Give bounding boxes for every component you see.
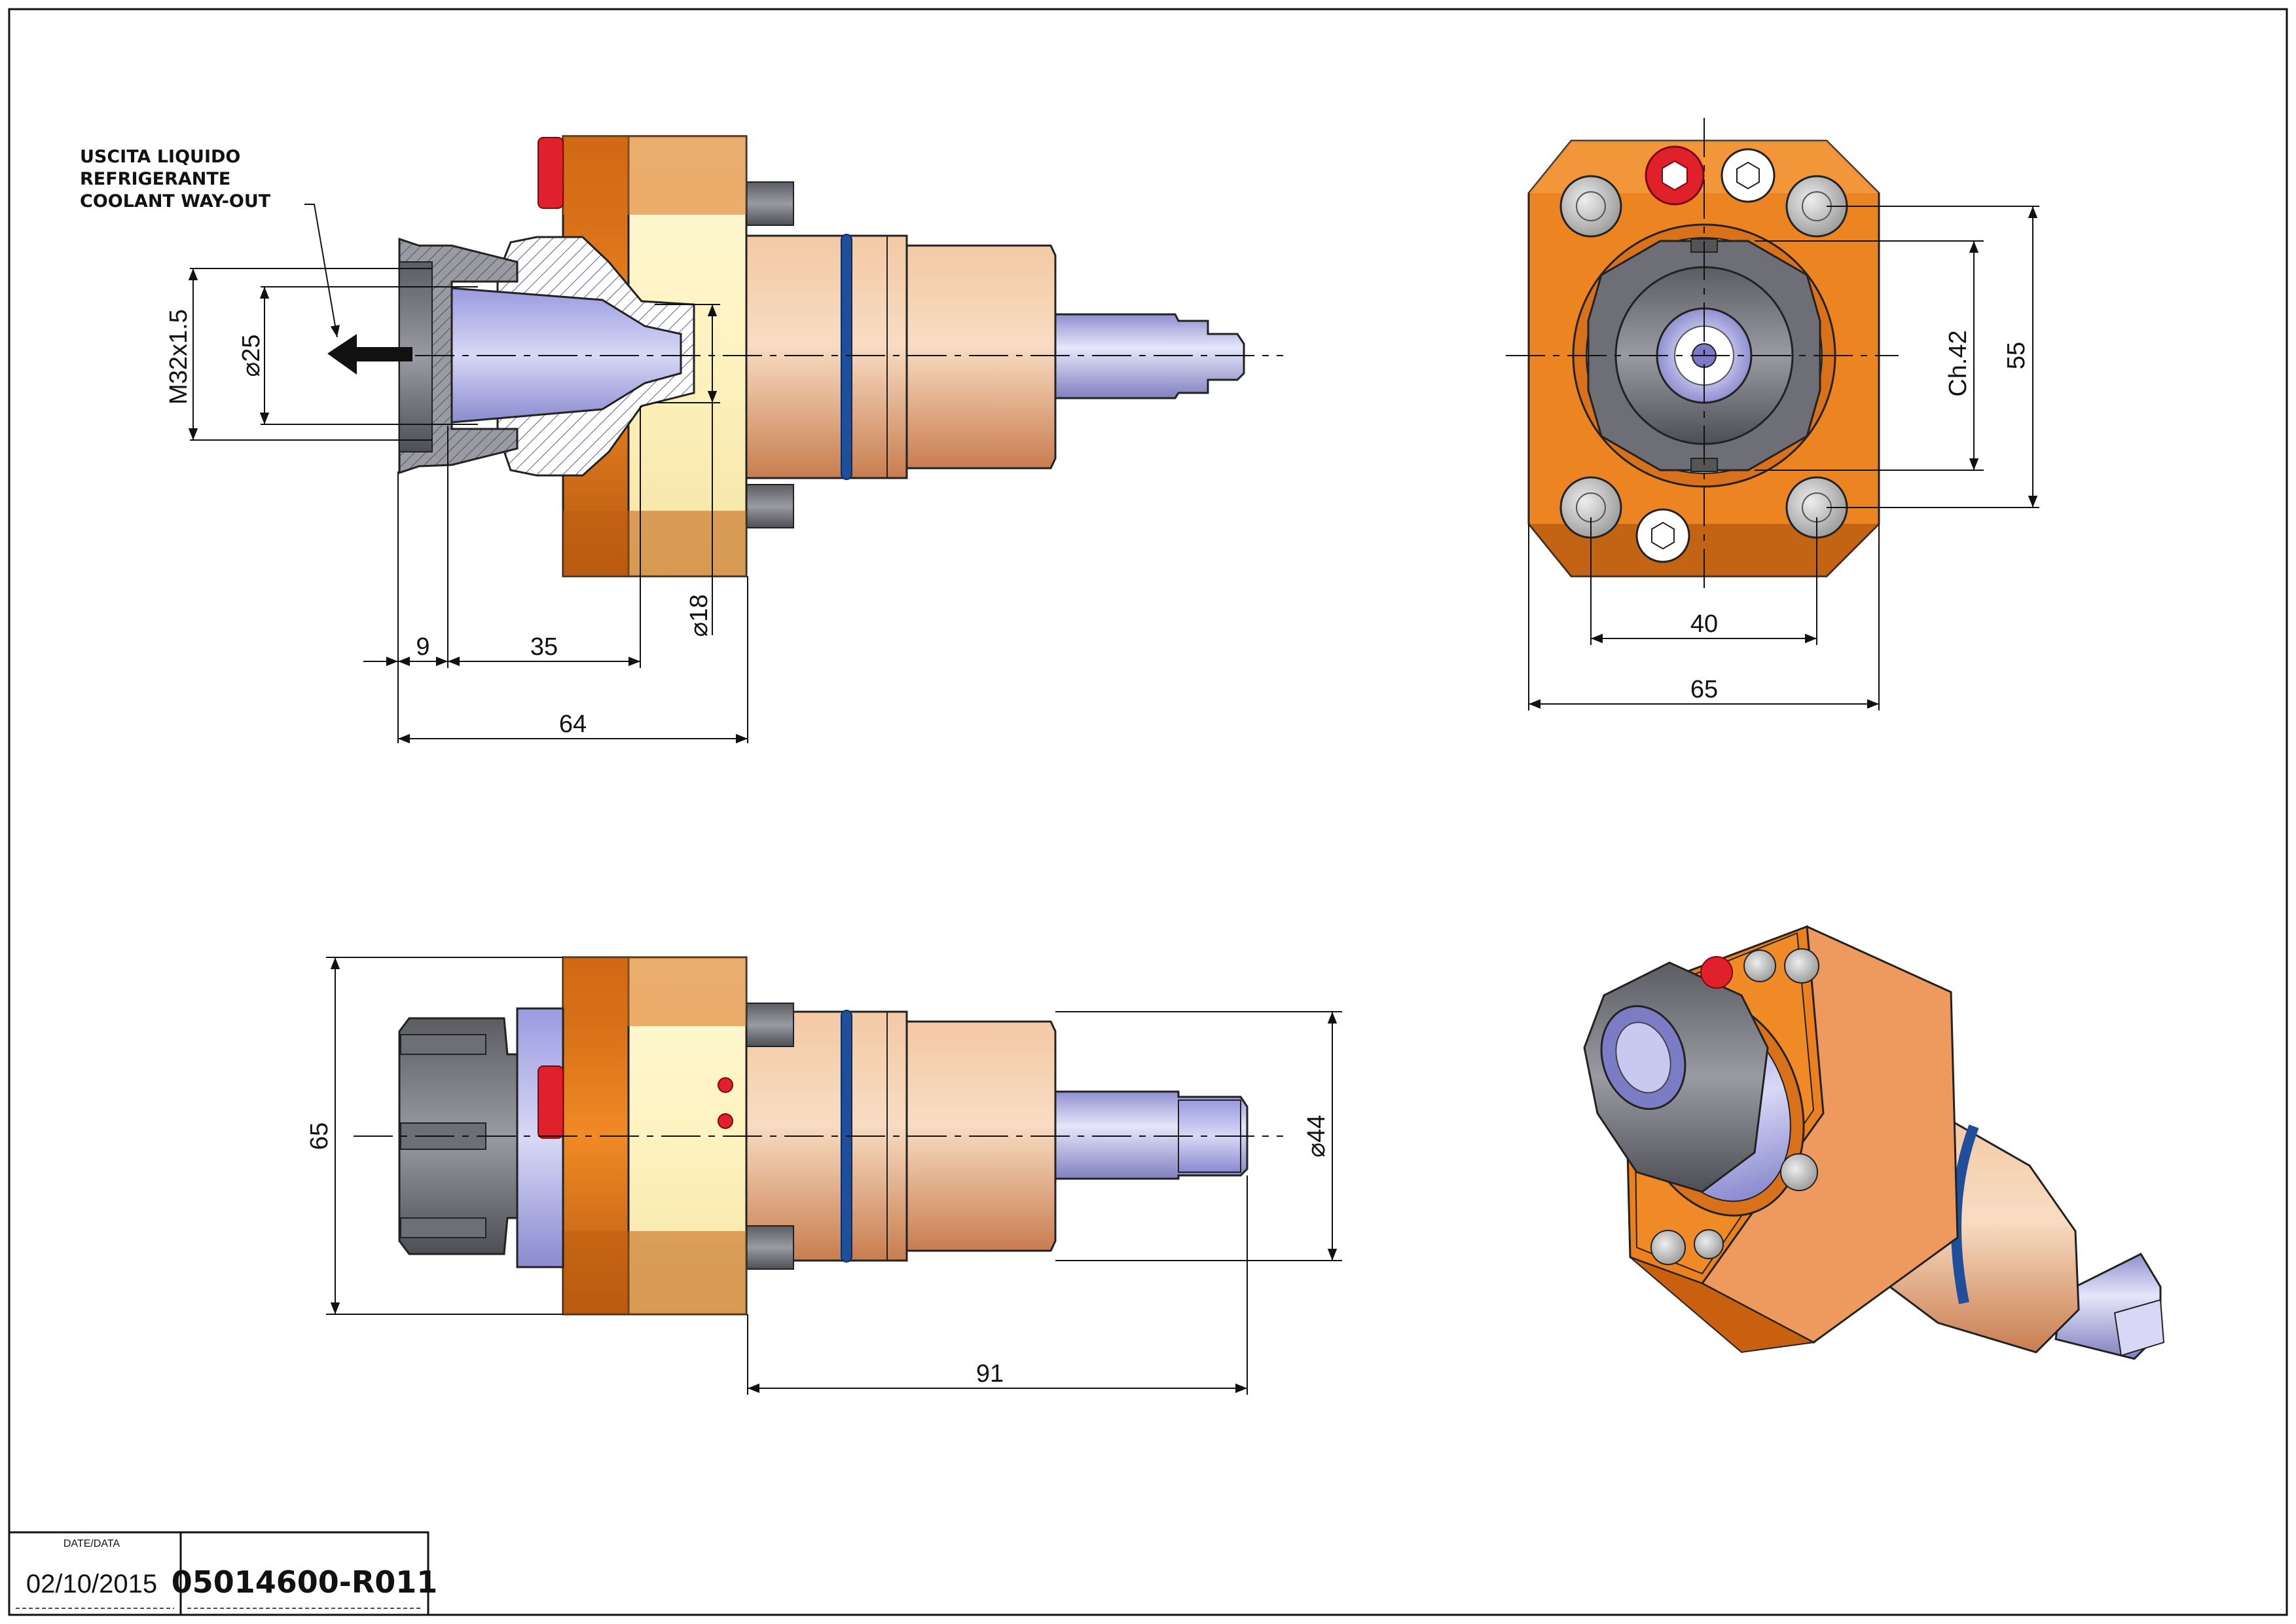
side-red-plug <box>538 1065 564 1139</box>
dim-64: 64 <box>559 710 587 738</box>
dim-35: 35 <box>530 633 558 661</box>
side-screw-top <box>746 1003 794 1047</box>
dim-dia44: ⌀44 <box>1303 1115 1330 1157</box>
dim-55: 55 <box>2003 342 2030 369</box>
iso-screw-4-icon <box>1650 1230 1686 1265</box>
dim-91: 91 <box>976 1360 1004 1388</box>
dim-65-front: 65 <box>1690 676 1718 703</box>
note-leader <box>304 204 340 338</box>
title-date-label: DATE/DATA <box>64 1538 120 1549</box>
section-flange-top <box>563 136 746 215</box>
coolant-arrow-icon <box>327 334 412 375</box>
section-shaft <box>1054 313 1245 399</box>
section-dimensions <box>188 268 748 744</box>
side-screw-bottom <box>746 1225 794 1270</box>
isometric-view <box>1583 925 2165 1360</box>
front-plug-icon <box>1721 148 1776 203</box>
iso-screw-3-icon <box>1780 1153 1818 1191</box>
iso-screw-5-icon <box>1694 1229 1724 1259</box>
section-flange-bottom <box>563 511 746 576</box>
title-block <box>8 1531 429 1616</box>
dim-65-side: 65 <box>306 1122 333 1150</box>
iso-screw-1-icon <box>1743 950 1776 982</box>
front-view <box>1506 118 1899 596</box>
dim-dia25: ⌀25 <box>238 334 265 377</box>
section-sleeve <box>902 244 1057 470</box>
section-screw-bottom <box>746 484 794 528</box>
coolant-note-line-1: USCITA LIQUIDO <box>80 147 240 167</box>
title-code: 05014600-R011 <box>172 1564 438 1600</box>
section-o-ring <box>841 234 852 480</box>
dim-40: 40 <box>1690 610 1718 638</box>
side-view <box>354 956 1283 1316</box>
coolant-note-line-2: REFRIGERANTE <box>80 169 230 189</box>
coolant-note-line-3: COOLANT WAY-OUT <box>80 191 271 212</box>
side-coolant-hole-1-icon <box>718 1077 733 1093</box>
section-view <box>304 135 1283 578</box>
title-date: 02/10/2015 <box>26 1570 157 1598</box>
section-screw-top <box>746 181 794 226</box>
side-dimensions <box>326 957 1342 1395</box>
dim-ch42: Ch.42 <box>1944 330 1972 396</box>
section-red-plug <box>538 137 564 209</box>
dim-9: 9 <box>416 633 429 661</box>
section-nut-face <box>399 261 433 452</box>
section-collar <box>745 234 908 479</box>
dim-dia18: ⌀18 <box>685 594 713 637</box>
front-screw-tl-icon <box>1559 175 1622 238</box>
front-plug-bottom-icon <box>1635 508 1690 563</box>
front-dimensions <box>1528 206 2039 710</box>
sheet-border <box>8 8 2288 1616</box>
side-coolant-hole-2-icon <box>718 1113 733 1129</box>
iso-red-plug-icon <box>1700 956 1733 989</box>
dim-thread: M32x1.5 <box>165 309 192 405</box>
iso-screw-2-icon <box>1784 948 1819 984</box>
